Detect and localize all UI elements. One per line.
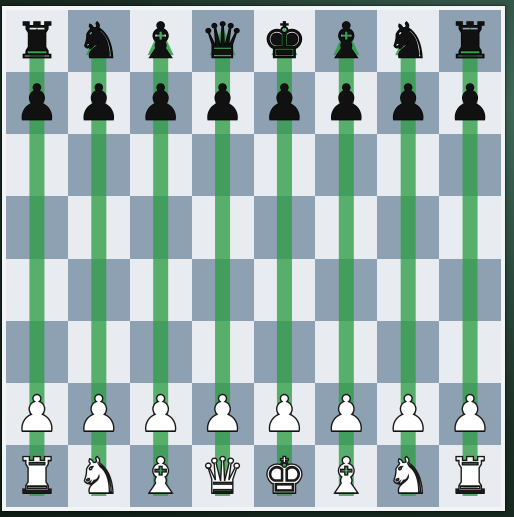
square-e5[interactable]: [254, 196, 316, 258]
square-f5[interactable]: [315, 196, 377, 258]
black-pawn-piece[interactable]: ♟: [448, 78, 493, 128]
square-d1[interactable]: ♛: [192, 445, 254, 507]
square-f1[interactable]: ♝: [315, 445, 377, 507]
square-d7[interactable]: ♟: [192, 72, 254, 134]
white-rook-piece[interactable]: ♜: [448, 451, 493, 501]
square-e6[interactable]: [254, 134, 316, 196]
square-c4[interactable]: [130, 259, 192, 321]
square-f4[interactable]: [315, 259, 377, 321]
square-d5[interactable]: [192, 196, 254, 258]
black-pawn-piece[interactable]: ♟: [324, 78, 369, 128]
square-e3[interactable]: [254, 321, 316, 383]
square-c7[interactable]: ♟: [130, 72, 192, 134]
square-g1[interactable]: ♞: [377, 445, 439, 507]
square-e1[interactable]: ♚: [254, 445, 316, 507]
square-e2[interactable]: ♟: [254, 383, 316, 445]
white-pawn-piece[interactable]: ♟: [386, 389, 431, 439]
white-pawn-piece[interactable]: ♟: [324, 389, 369, 439]
square-f8[interactable]: ♝: [315, 10, 377, 72]
square-h6[interactable]: [439, 134, 501, 196]
square-g6[interactable]: [377, 134, 439, 196]
square-g5[interactable]: [377, 196, 439, 258]
black-rook-piece[interactable]: ♜: [15, 16, 60, 66]
square-b8[interactable]: ♞: [68, 10, 130, 72]
square-h1[interactable]: ♜: [439, 445, 501, 507]
white-bishop-piece[interactable]: ♝: [324, 451, 369, 501]
black-queen-piece[interactable]: ♛: [200, 16, 245, 66]
black-knight-piece[interactable]: ♞: [386, 16, 431, 66]
white-king-piece[interactable]: ♚: [262, 451, 307, 501]
black-bishop-piece[interactable]: ♝: [324, 16, 369, 66]
white-bishop-piece[interactable]: ♝: [138, 451, 183, 501]
black-pawn-piece[interactable]: ♟: [200, 78, 245, 128]
square-b1[interactable]: ♞: [68, 445, 130, 507]
square-a8[interactable]: ♜: [6, 10, 68, 72]
square-h3[interactable]: [439, 321, 501, 383]
square-a7[interactable]: ♟: [6, 72, 68, 134]
black-rook-piece[interactable]: ♜: [448, 16, 493, 66]
square-d3[interactable]: [192, 321, 254, 383]
square-h7[interactable]: ♟: [439, 72, 501, 134]
square-a2[interactable]: ♟: [6, 383, 68, 445]
square-d4[interactable]: [192, 259, 254, 321]
square-c1[interactable]: ♝: [130, 445, 192, 507]
white-knight-piece[interactable]: ♞: [76, 451, 121, 501]
square-g8[interactable]: ♞: [377, 10, 439, 72]
square-e4[interactable]: [254, 259, 316, 321]
square-d2[interactable]: ♟: [192, 383, 254, 445]
white-pawn-piece[interactable]: ♟: [262, 389, 307, 439]
white-pawn-piece[interactable]: ♟: [448, 389, 493, 439]
square-d6[interactable]: [192, 134, 254, 196]
black-pawn-piece[interactable]: ♟: [138, 78, 183, 128]
square-f3[interactable]: [315, 321, 377, 383]
black-pawn-piece[interactable]: ♟: [15, 78, 60, 128]
square-f7[interactable]: ♟: [315, 72, 377, 134]
black-pawn-piece[interactable]: ♟: [386, 78, 431, 128]
square-h8[interactable]: ♜: [439, 10, 501, 72]
black-pawn-piece[interactable]: ♟: [76, 78, 121, 128]
white-rook-piece[interactable]: ♜: [15, 451, 60, 501]
square-e7[interactable]: ♟: [254, 72, 316, 134]
black-pawn-piece[interactable]: ♟: [262, 78, 307, 128]
chess-board[interactable]: ♜ ♞ ♝ ♛ ♚ ♝ ♞ ♜ ♟ ♟ ♟ ♟ ♟ ♟ ♟ ♟ ♟ ♟ ♟ ♟ ♟ ♟ ♟ ♟ ♜ ♞ ♝ ♛ ♚ ♝ ♞ ♜: [6, 10, 501, 507]
square-a5[interactable]: [6, 196, 68, 258]
square-d8[interactable]: ♛: [192, 10, 254, 72]
square-g7[interactable]: ♟: [377, 72, 439, 134]
white-knight-piece[interactable]: ♞: [386, 451, 431, 501]
square-h5[interactable]: [439, 196, 501, 258]
square-b5[interactable]: [68, 196, 130, 258]
square-h2[interactable]: ♟: [439, 383, 501, 445]
square-c8[interactable]: ♝: [130, 10, 192, 72]
square-a3[interactable]: [6, 321, 68, 383]
square-g3[interactable]: [377, 321, 439, 383]
square-b4[interactable]: [68, 259, 130, 321]
square-h4[interactable]: [439, 259, 501, 321]
square-c5[interactable]: [130, 196, 192, 258]
white-pawn-piece[interactable]: ♟: [200, 389, 245, 439]
square-a4[interactable]: [6, 259, 68, 321]
square-f6[interactable]: [315, 134, 377, 196]
square-b6[interactable]: [68, 134, 130, 196]
square-b3[interactable]: [68, 321, 130, 383]
square-c3[interactable]: [130, 321, 192, 383]
square-a1[interactable]: ♜: [6, 445, 68, 507]
square-b7[interactable]: ♟: [68, 72, 130, 134]
black-king-piece[interactable]: ♚: [262, 16, 307, 66]
white-queen-piece[interactable]: ♛: [200, 451, 245, 501]
square-c6[interactable]: [130, 134, 192, 196]
square-g2[interactable]: ♟: [377, 383, 439, 445]
white-pawn-piece[interactable]: ♟: [76, 389, 121, 439]
square-a6[interactable]: [6, 134, 68, 196]
black-knight-piece[interactable]: ♞: [76, 16, 121, 66]
square-f2[interactable]: ♟: [315, 383, 377, 445]
square-b2[interactable]: ♟: [68, 383, 130, 445]
square-c2[interactable]: ♟: [130, 383, 192, 445]
chess-board-frame: ♜ ♞ ♝ ♛ ♚ ♝ ♞ ♜ ♟ ♟ ♟ ♟ ♟ ♟ ♟ ♟ ♟ ♟ ♟ ♟ ♟ ♟ ♟ ♟ ♜ ♞ ♝ ♛ ♚ ♝ ♞ ♜: [2, 6, 505, 511]
white-pawn-piece[interactable]: ♟: [15, 389, 60, 439]
white-pawn-piece[interactable]: ♟: [138, 389, 183, 439]
square-e8[interactable]: ♚: [254, 10, 316, 72]
black-bishop-piece[interactable]: ♝: [138, 16, 183, 66]
square-g4[interactable]: [377, 259, 439, 321]
